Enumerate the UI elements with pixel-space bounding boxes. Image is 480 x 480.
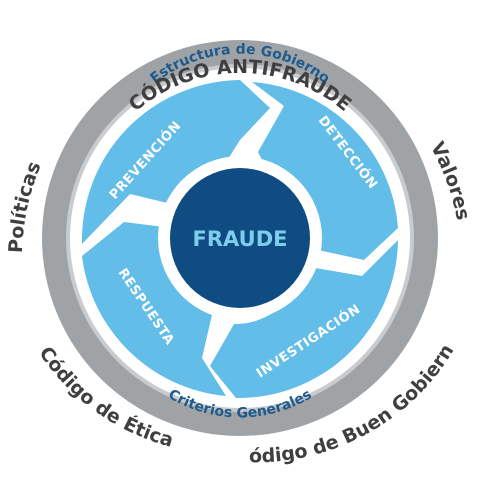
- cycle-segments: [81, 80, 398, 399]
- outer-label-left: Políticas: [5, 158, 46, 253]
- center-disc: [170, 168, 310, 308]
- center-label: FRAUDE: [193, 227, 288, 251]
- segment-investigacion: [210, 240, 398, 399]
- svg-text:Políticas: Políticas: [5, 158, 46, 253]
- segment-prevencion: [81, 80, 270, 244]
- segment-deteccion: [252, 82, 398, 260]
- segment-respuesta: [82, 222, 226, 396]
